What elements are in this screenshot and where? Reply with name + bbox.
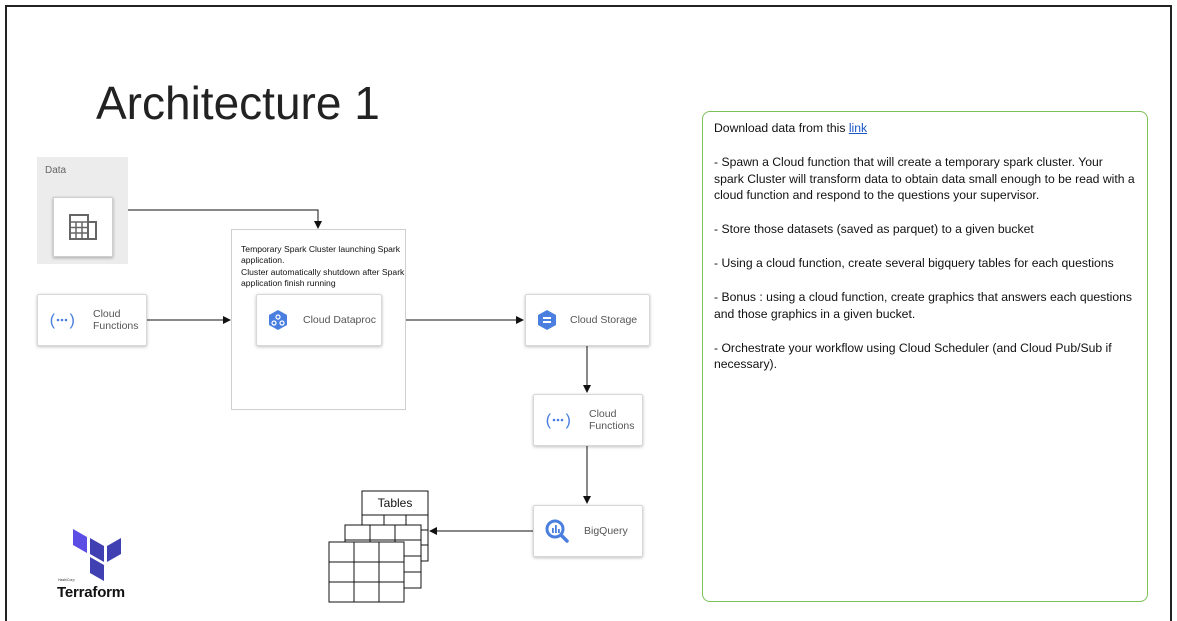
data-panel-label: Data: [45, 165, 67, 176]
cloud-storage-node: Cloud Storage: [525, 294, 650, 346]
arrow-data-to-cluster: [128, 209, 322, 229]
svg-text:): ): [67, 312, 76, 330]
tables-stack: [328, 490, 429, 603]
bigquery-node: BigQuery: [533, 505, 643, 557]
slide-frame: [5, 5, 1172, 621]
terraform-wordmark: Terraform: [57, 584, 125, 601]
terraform-logo-mark: [73, 529, 121, 581]
cloud-functions-label-2: Cloud Functions: [589, 407, 635, 432]
cloud-dataproc-node: Cloud Dataproc: [256, 294, 382, 346]
cloud-functions-icon: ( ): [48, 312, 76, 330]
svg-text:(: (: [544, 412, 554, 430]
cloud-storage-icon: [538, 310, 556, 330]
instruction-item: - Store those datasets (saved as parquet…: [714, 222, 1034, 237]
instruction-item: - Bonus : using a cloud function, create…: [714, 289, 1133, 321]
cluster-description-text: Temporary Spark Cluster launching Spark …: [241, 244, 405, 289]
instructions-intro: Download data from this link: [714, 120, 1136, 137]
cloud-storage-label: Cloud Storage: [570, 313, 638, 326]
slide-title: Architecture 1: [96, 77, 380, 129]
download-link[interactable]: link: [848, 121, 868, 135]
intro-text: Download data from this: [714, 121, 849, 135]
instruction-item: - Using a cloud function, create several…: [714, 256, 1114, 271]
cloud-functions-icon: ( ): [544, 412, 572, 430]
terraform-maker: HashiCorp: [58, 578, 75, 582]
svg-text:(: (: [48, 312, 58, 330]
instructions-box: Download data from this link - Spawn a C…: [702, 111, 1148, 602]
bigquery-label: BigQuery: [584, 524, 628, 537]
cloud-functions-label: Cloud Functions: [93, 307, 139, 332]
tables-label: Tables: [377, 496, 413, 510]
instruction-item: - Spawn a Cloud function that will creat…: [714, 154, 1135, 203]
cloud-functions-node-2: ( ) Cloud Functions: [533, 394, 643, 446]
instruction-item: - Orchestrate your workflow using Cloud …: [714, 340, 1112, 372]
dataproc-icon: [269, 310, 287, 330]
cloud-functions-node: ( ) Cloud Functions: [37, 294, 147, 346]
svg-text:): ): [563, 412, 572, 430]
cloud-dataproc-label: Cloud Dataproc: [303, 313, 376, 326]
data-panel: Data: [37, 157, 128, 264]
cluster-description: Temporary Spark Cluster launching Spark …: [241, 244, 406, 289]
table-building-icon: [69, 214, 97, 240]
data-source-node: [53, 197, 113, 257]
bigquery-icon: [545, 519, 569, 543]
